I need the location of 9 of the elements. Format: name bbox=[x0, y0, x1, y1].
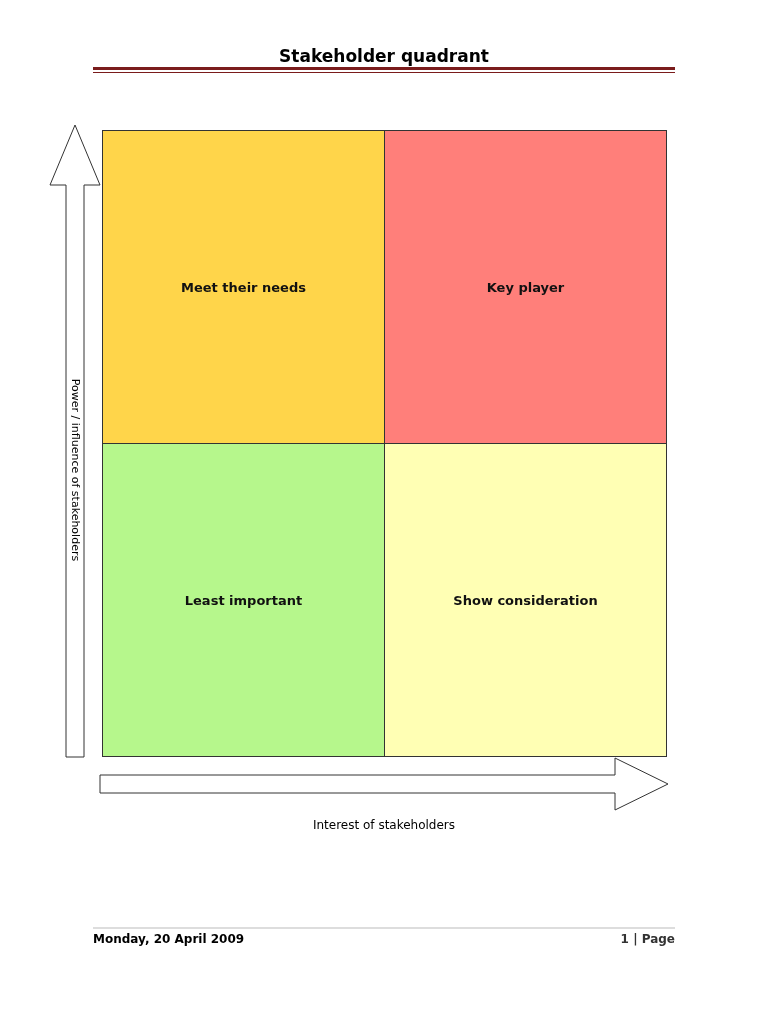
axis-label: Power / influence of stakeholders bbox=[68, 378, 82, 562]
axis-label: Interest of stakeholders bbox=[312, 818, 456, 832]
page-title: Stakeholder quadrant bbox=[279, 46, 489, 66]
footer-date: Monday, 20 April 2009 bbox=[93, 932, 245, 946]
quadrant-box: Meet their needs bbox=[102, 130, 385, 444]
quadrant-box: Least important bbox=[102, 443, 385, 757]
page-number: 1 | Page bbox=[620, 932, 675, 946]
quadrant-box: Show consideration bbox=[384, 443, 667, 757]
quadrant-box: Key player bbox=[384, 130, 667, 444]
